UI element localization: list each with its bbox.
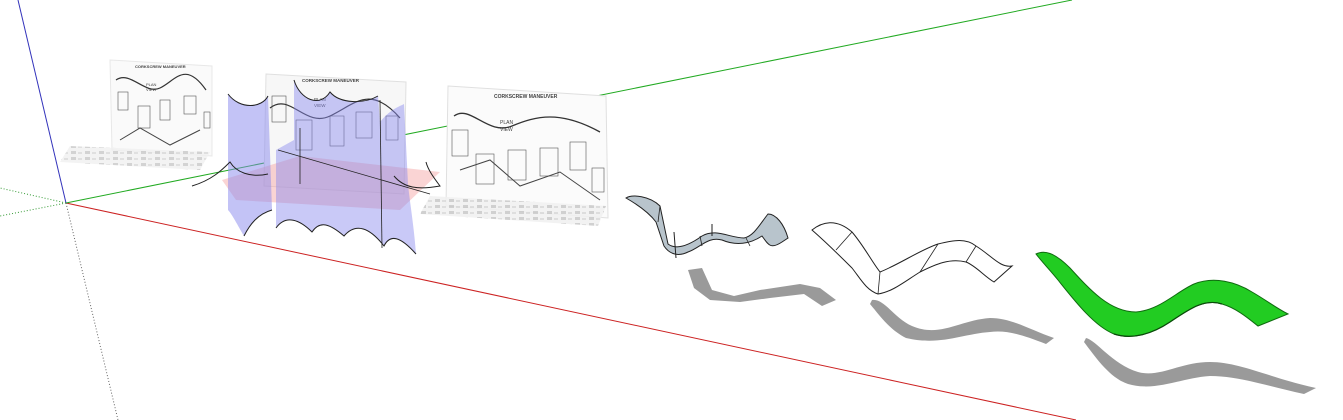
reference-image-3[interactable]: CORKSCREW MANEUVER PLAN VIEW xyxy=(420,85,609,226)
model-2-surface[interactable] xyxy=(811,222,1014,295)
dotted-axis-down xyxy=(65,202,119,420)
reference-image-2-plan: PLAN xyxy=(314,97,326,102)
model-wireframe[interactable] xyxy=(811,222,1054,344)
model-grey-segmented[interactable] xyxy=(625,195,836,306)
reference-image-1[interactable]: CORKSCREW MANEUVER PLAN VIEW xyxy=(60,59,213,170)
vertical-guide-plane[interactable] xyxy=(228,94,272,236)
model-1-surface[interactable] xyxy=(625,195,789,255)
reference-image-3-title: CORKSCREW MANEUVER xyxy=(494,94,558,100)
reference-image-3-plan: PLAN xyxy=(500,120,513,126)
reference-image-3-view: VIEW xyxy=(500,127,513,133)
blue-axis xyxy=(17,0,67,204)
dotted-axis-left xyxy=(0,187,67,204)
reference-image-1-plan: PLAN xyxy=(146,82,157,87)
model-3-shadow xyxy=(1084,338,1316,394)
reference-image-1-title: CORKSCREW MANEUVER xyxy=(135,64,186,69)
vertical-guide-plane-2[interactable] xyxy=(276,80,416,254)
reference-image-2-title: CORKSCREW MANEUVER xyxy=(302,78,360,83)
model-2-shadow xyxy=(870,299,1054,344)
guide-planes[interactable] xyxy=(191,79,441,255)
reference-image-2-view: VIEW xyxy=(314,103,326,108)
dotted-axis-left-green xyxy=(0,202,67,217)
model-solid-green[interactable] xyxy=(1035,251,1316,394)
reference-image-2[interactable]: CORKSCREW MANEUVER PLAN VIEW xyxy=(263,73,407,195)
horizontal-guide-plane[interactable] xyxy=(222,156,440,210)
model-3-surface[interactable] xyxy=(1035,251,1290,337)
model-1-shadow xyxy=(688,268,836,306)
red-axis xyxy=(65,202,1077,420)
